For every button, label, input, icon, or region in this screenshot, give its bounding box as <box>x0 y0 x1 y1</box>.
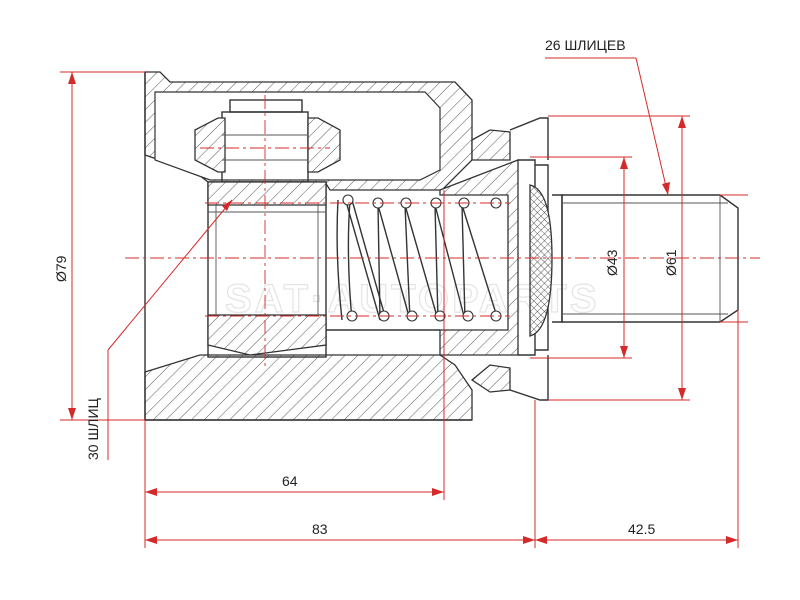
dim-shaft-diameter: Ø43 <box>604 249 620 276</box>
dim-shaft-length: 42.5 <box>628 521 655 537</box>
dimension-lines <box>60 57 748 548</box>
dim-outer-diameter: Ø79 <box>53 255 69 282</box>
label-30-splines: 30 ШЛИЦ <box>85 397 101 460</box>
dim-depth: 64 <box>282 473 298 489</box>
dim-body-length: 83 <box>312 521 328 537</box>
bearing <box>194 99 341 183</box>
inner-hub <box>207 181 327 358</box>
label-26-splines: 26 ШЛИЦЕВ <box>545 37 626 53</box>
center-lines <box>125 95 760 370</box>
dim-flange-diameter: Ø61 <box>663 249 679 276</box>
